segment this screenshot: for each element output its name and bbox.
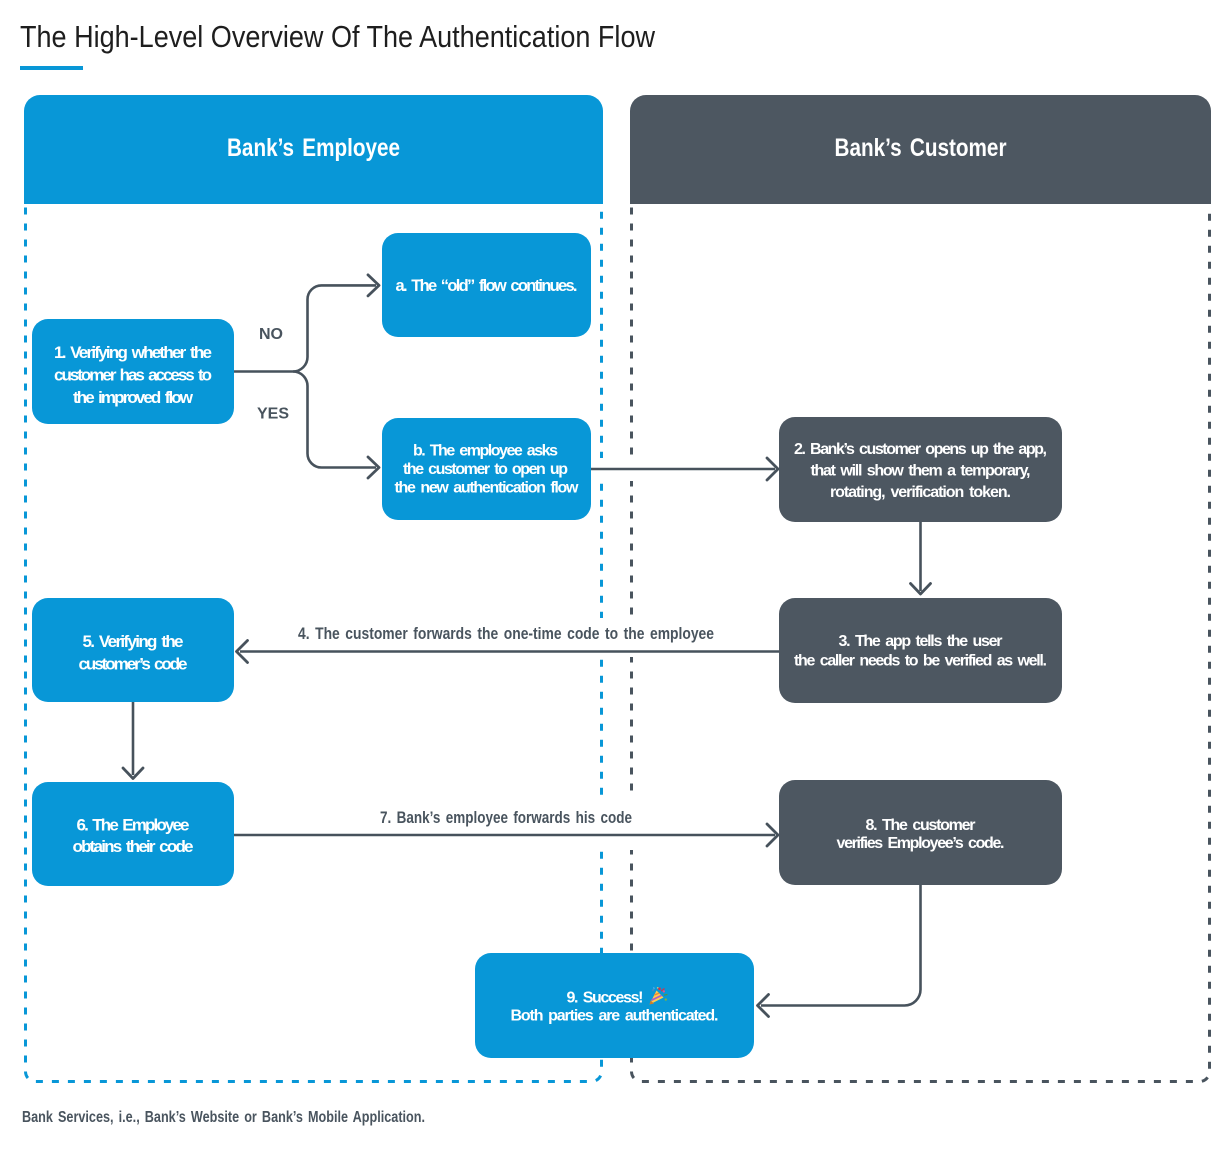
svg-text:9. Success!: 9. Success! [567, 990, 644, 1007]
svg-text:NO: NO [259, 326, 283, 343]
svg-text:that will show them a temporar: that will show them a temporary, [811, 463, 1031, 480]
svg-text:the improved flow: the improved flow [73, 388, 194, 407]
svg-text:the new authentication flow: the new authentication flow [395, 480, 580, 497]
svg-text:1. Verifying whether the: 1. Verifying whether the [54, 343, 212, 362]
svg-text:Bank’s Customer: Bank’s Customer [835, 134, 1007, 162]
svg-text:3. The app tells the user: 3. The app tells the user [839, 633, 1003, 650]
svg-text:Bank Services, i.e., Bank’s We: Bank Services, i.e., Bank’s Website or B… [22, 1109, 425, 1126]
svg-text:b. The employee asks: b. The employee asks [413, 443, 558, 460]
svg-text:customer has access to: customer has access to [54, 366, 212, 385]
svg-text:a. The “old” flow continues.: a. The “old” flow continues. [396, 277, 578, 295]
svg-text:customer’s code: customer’s code [79, 655, 188, 674]
svg-text:7. Bank’s employee forwards hi: 7. Bank’s employee forwards his code [380, 809, 632, 827]
svg-text:6. The Employee: 6. The Employee [77, 816, 190, 835]
svg-text:5. Verifying the: 5. Verifying the [83, 632, 184, 651]
svg-text:2. Bank’s customer opens up th: 2. Bank’s customer opens up the app, [794, 441, 1047, 458]
svg-text:4. The customer forwards the o: 4. The customer forwards the one-time co… [298, 625, 714, 643]
svg-text:the customer to open up: the customer to open up [403, 461, 568, 478]
svg-text:YES: YES [257, 406, 289, 423]
svg-text:the caller needs to be verifie: the caller needs to be verified as well. [794, 652, 1047, 669]
svg-text:Bank’s Employee: Bank’s Employee [227, 134, 400, 162]
svg-text:8. The customer: 8. The customer [866, 817, 976, 834]
svg-text:rotating, verification token.: rotating, verification token. [830, 484, 1011, 501]
svg-text:obtains their code: obtains their code [73, 837, 194, 856]
svg-text:The High-Level Overview Of The: The High-Level Overview Of The Authentic… [20, 19, 656, 54]
svg-text:Both parties are authenticated: Both parties are authenticated. [511, 1008, 719, 1025]
svg-text:verifies Employee’s code.: verifies Employee’s code. [837, 835, 1005, 852]
